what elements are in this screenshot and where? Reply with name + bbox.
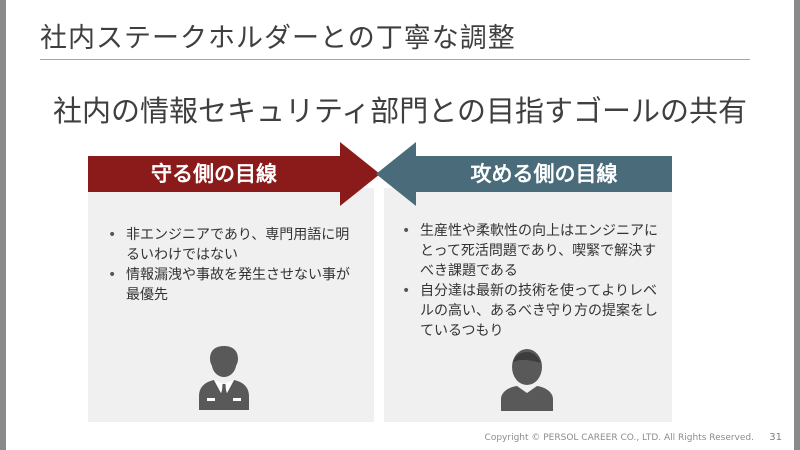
list-item: 非エンジニアであり、専門用語に明るいわけではない [104, 225, 360, 265]
slide-frame-right [794, 0, 800, 450]
defender-heading: 守る側の目線 [151, 162, 277, 186]
footer-copyright: Copyright © PERSOL CAREER CO., LTD. All … [484, 433, 754, 443]
attacker-banner: 攻める側の目線 [376, 142, 672, 206]
title-divider [40, 59, 750, 60]
attacker-bullet-list: 生産性や柔軟性の向上はエンジニアにとって死活問題であり、喫緊で解決すべき課題であ… [398, 221, 666, 341]
attacker-heading: 攻める側の目線 [470, 162, 618, 186]
page-number: 31 [769, 432, 782, 443]
user-icon [501, 349, 553, 415]
defender-banner: 守る側の目線 [88, 142, 380, 206]
list-item: 自分達は最新の技術を使ってよりレベルの高い、あるべき守り方の提案をしているつもり [398, 281, 666, 341]
right-arrow-shape [88, 142, 380, 206]
slide-frame-left [0, 0, 6, 450]
defender-bullet-list: 非エンジニアであり、専門用語に明るいわけではない 情報漏洩や事故を発生させない事… [104, 225, 360, 305]
list-item: 生産性や柔軟性の向上はエンジニアにとって死活問題であり、喫緊で解決すべき課題であ… [398, 221, 666, 281]
slide-title: 社内ステークホルダーとの丁寧な調整 [40, 23, 516, 54]
businessman-icon [199, 346, 249, 414]
list-item: 情報漏洩や事故を発生させない事が最優先 [104, 265, 360, 305]
slide-subtitle: 社内の情報セキュリティ部門との目指すゴールの共有 [53, 94, 747, 128]
left-arrow-shape [376, 142, 672, 206]
